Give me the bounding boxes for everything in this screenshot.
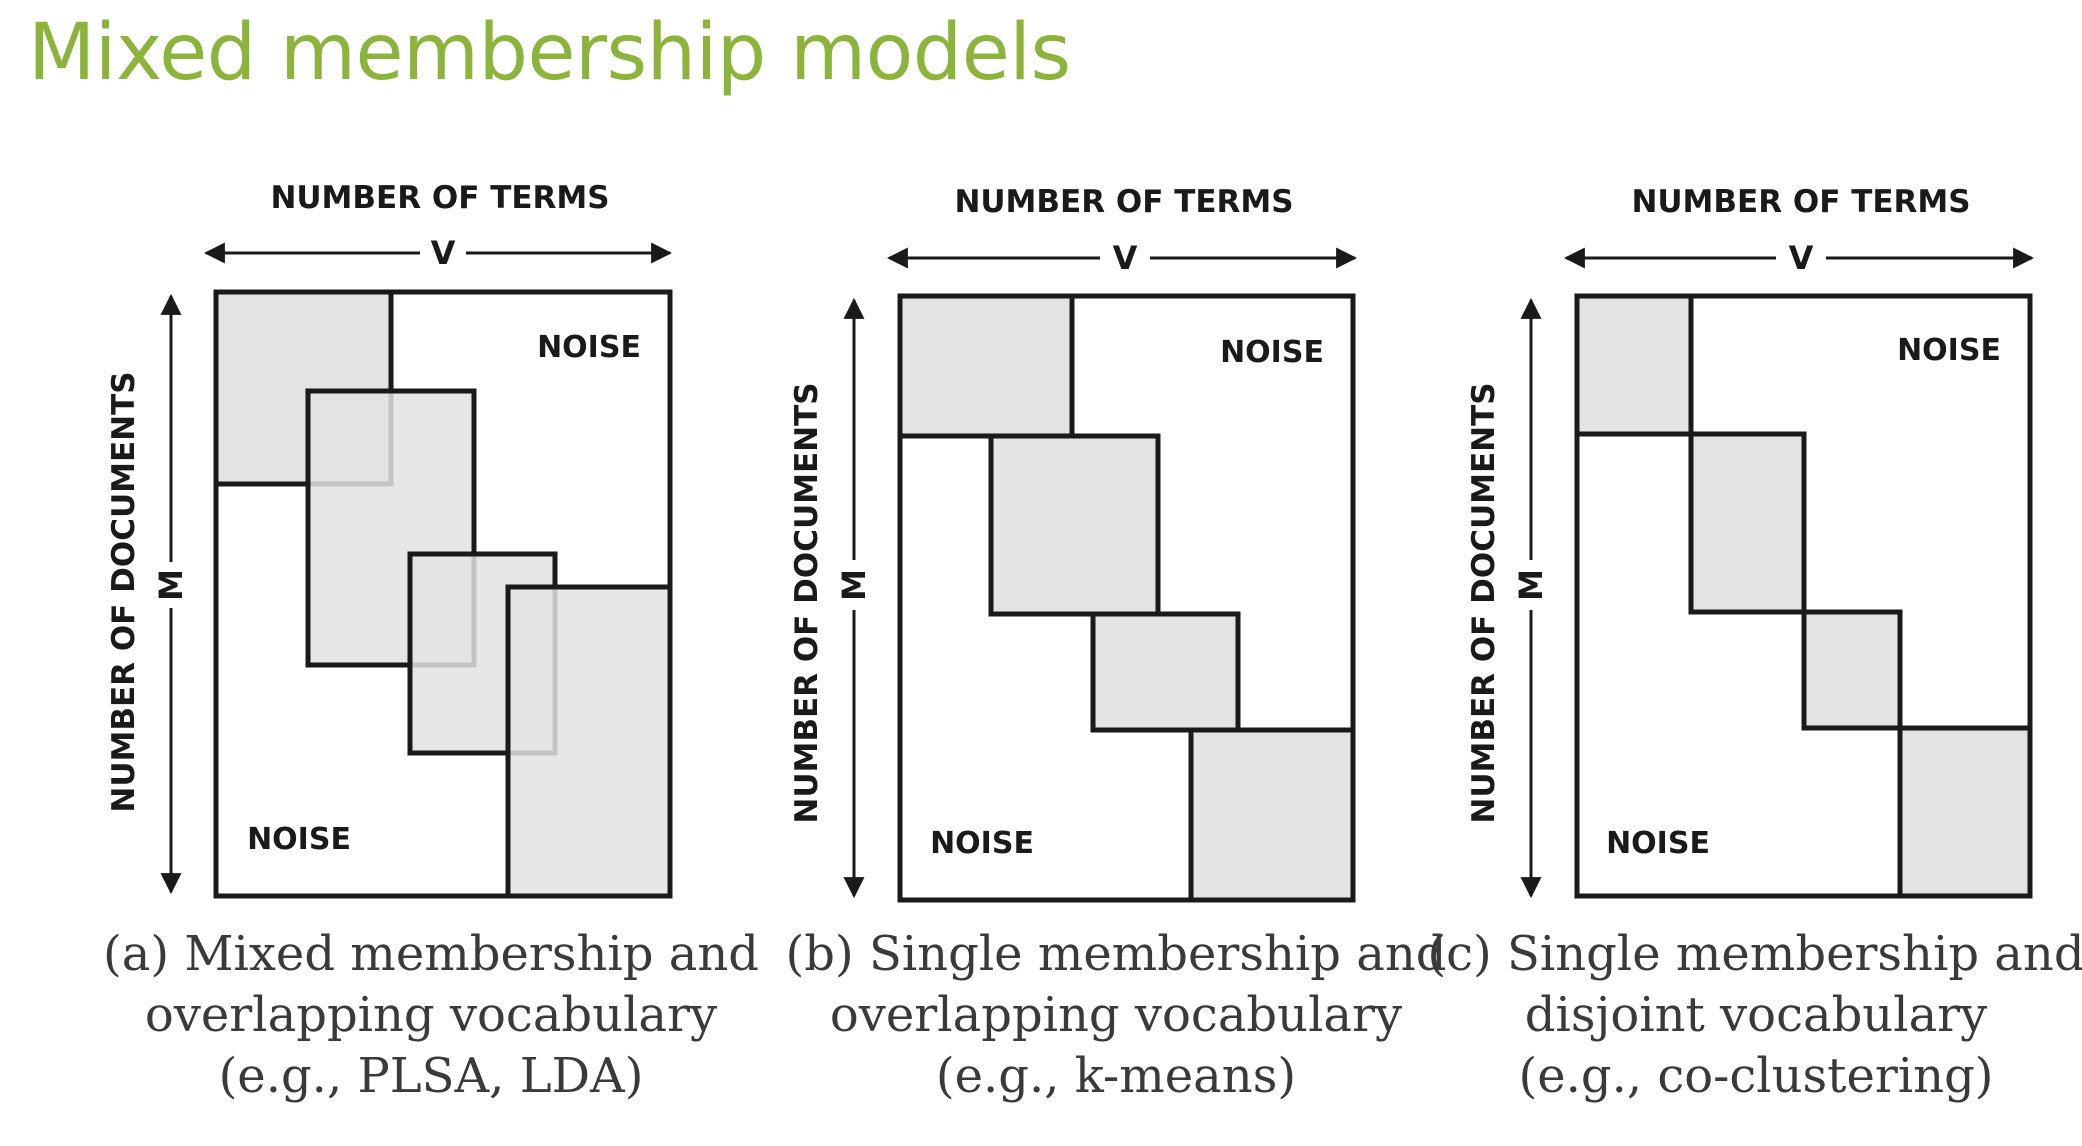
cluster-block-4	[1188, 727, 1356, 903]
cluster-block-3	[1090, 611, 1241, 733]
m-label: M	[835, 569, 873, 601]
panel-b: NUMBER OF TERMS V M NUMBER OF DOCUMENTS …	[786, 184, 1447, 1104]
cluster-block-1	[897, 293, 1075, 439]
cluster-block-4	[505, 584, 673, 899]
panel-c: NUMBER OF TERMS V M NUMBER OF DOCUMENTS …	[1427, 184, 2082, 1104]
m-label: M	[152, 569, 190, 601]
cluster-block-3	[1801, 609, 1903, 731]
caption-line-1: (b) Single membership and	[786, 926, 1447, 982]
noise-label-bottom: NOISE	[247, 822, 351, 857]
documents-label: NUMBER OF DOCUMENTS	[1466, 382, 1502, 823]
page-title: Mixed membership models	[28, 8, 1071, 98]
cluster-block-1	[1574, 293, 1694, 437]
caption-line-2: overlapping vocabulary	[830, 987, 1402, 1043]
caption-line-1: (a) Mixed membership and	[103, 926, 759, 982]
noise-label-top: NOISE	[537, 330, 641, 365]
caption-line-3: (e.g., PLSA, LDA)	[219, 1048, 644, 1104]
panel-a: NUMBER OF TERMS V M NUMBER OF DOCUMENTS …	[103, 180, 759, 1104]
cluster-block-2	[988, 433, 1161, 617]
caption-line-2: disjoint vocabulary	[1525, 987, 1988, 1043]
noise-label-top: NOISE	[1220, 335, 1324, 370]
noise-label-bottom: NOISE	[1606, 826, 1710, 861]
v-label: V	[1789, 239, 1814, 277]
noise-label-bottom: NOISE	[930, 826, 1034, 861]
cluster-block-4	[1897, 725, 2033, 899]
v-label: V	[1113, 239, 1138, 277]
terms-label: NUMBER OF TERMS	[954, 184, 1293, 220]
caption-line-2: overlapping vocabulary	[145, 987, 717, 1043]
terms-label: NUMBER OF TERMS	[270, 180, 609, 216]
v-label: V	[431, 234, 456, 272]
caption-line-3: (e.g., k-means)	[936, 1048, 1296, 1104]
caption-line-3: (e.g., co-clustering)	[1518, 1048, 1993, 1104]
cluster-block-2	[1688, 431, 1807, 615]
terms-label: NUMBER OF TERMS	[1631, 184, 1970, 220]
caption-line-1: (c) Single membership and	[1427, 926, 2082, 982]
documents-label: NUMBER OF DOCUMENTS	[106, 371, 142, 812]
documents-label: NUMBER OF DOCUMENTS	[789, 382, 825, 823]
m-label: M	[1512, 569, 1550, 601]
noise-label-top: NOISE	[1897, 333, 2001, 368]
